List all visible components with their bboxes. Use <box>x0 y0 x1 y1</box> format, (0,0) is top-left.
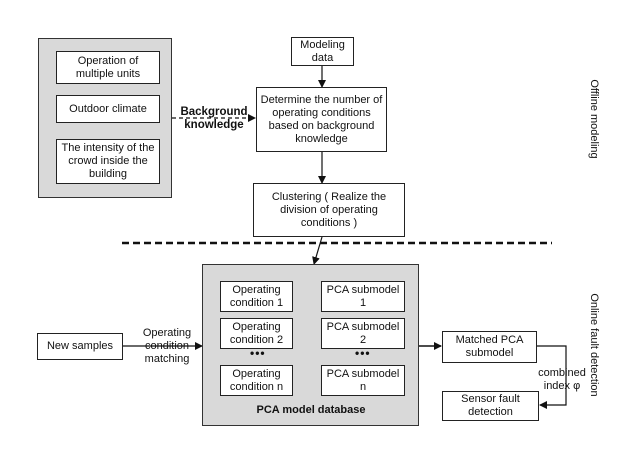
condition-1-box: Operating condition 1 <box>220 281 293 312</box>
background-item-units: Operation of multiple units <box>56 51 160 84</box>
condition-n-box: Operating condition n <box>220 365 293 396</box>
matched-submodel-box: Matched PCA submodel <box>442 331 537 363</box>
submodel-1-box: PCA submodel 1 <box>321 281 405 312</box>
new-samples-box: New samples <box>37 333 123 360</box>
submodel-n-box: PCA submodel n <box>321 365 405 396</box>
background-knowledge-label: Background knowledge <box>180 106 248 131</box>
background-item-climate: Outdoor climate <box>56 95 160 123</box>
ellipsis-right: ••• <box>355 346 371 360</box>
combined-arrow <box>537 345 567 409</box>
condition-2-box: Operating condition 2 <box>220 318 293 349</box>
sensor-fault-box: Sensor fault detection <box>442 391 539 421</box>
matching-label: Operating condition matching <box>142 327 192 365</box>
modeling-data-box: Modeling data <box>291 37 354 66</box>
clustering-arrow <box>312 236 323 265</box>
background-item-crowd: The intensity of the crowd inside the bu… <box>56 139 160 184</box>
ellipsis-left: ••• <box>250 346 266 360</box>
determine-box: Determine the number of operating condit… <box>256 87 387 152</box>
database-title: PCA model database <box>256 404 366 416</box>
offline-label: Offline modeling <box>588 79 600 159</box>
submodel-2-box: PCA submodel 2 <box>321 318 405 349</box>
clustering-box: Clustering ( Realize the division of ope… <box>253 183 405 237</box>
combined-index-label: combined index φ <box>538 367 586 392</box>
